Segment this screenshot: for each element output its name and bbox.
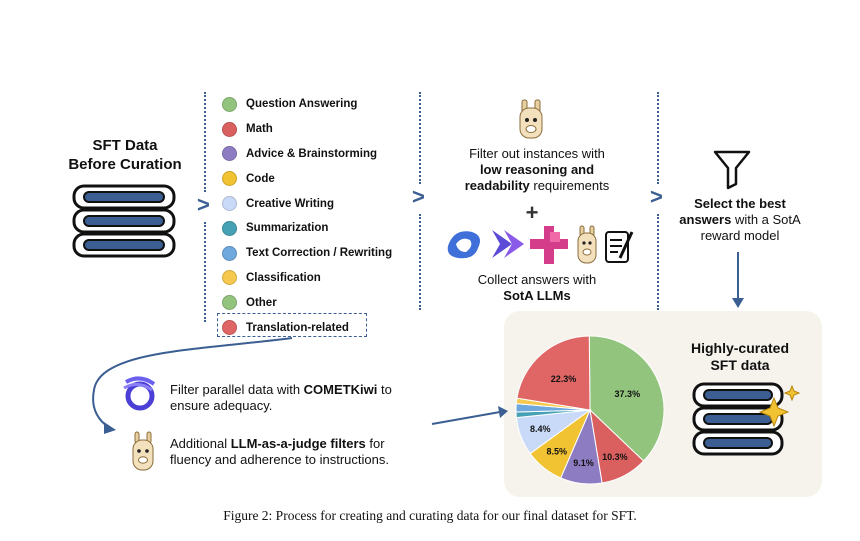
select-line3: reward model (700, 228, 780, 243)
category-label: Advice & Brainstorming (246, 147, 377, 160)
sparkle-icon (758, 384, 801, 428)
pie-slice (516, 335, 591, 411)
category-item: Question Answering (222, 92, 422, 117)
llama-icon (577, 225, 597, 264)
result-title-line2: SFT data (710, 357, 770, 373)
category-label: Translation-related (246, 321, 349, 334)
separator-line (657, 92, 659, 184)
category-label: Text Correction / Rewriting (246, 247, 393, 260)
chevron-right-icon: > (650, 184, 663, 209)
figure-caption: Figure 2: Process for creating and curat… (223, 508, 637, 523)
category-label: Summarization (246, 222, 329, 235)
filter-description: Filter out instances with low reasoning … (432, 146, 642, 194)
judge-bold: LLM-as-a-judge filters (230, 436, 366, 451)
category-color-dot (222, 245, 237, 261)
separator-line (419, 92, 421, 184)
flow-arrows (92, 337, 508, 434)
category-label: Code (246, 172, 275, 185)
chevron-right-icon: > (197, 192, 210, 217)
select-bold1: Select the best (694, 196, 786, 211)
cometkiwi-icon (123, 376, 156, 411)
category-color-dot (222, 121, 237, 137)
pie-slice (588, 335, 665, 462)
translation-highlight-box (217, 313, 367, 337)
before-curation-title-line1: SFT Data (92, 137, 158, 154)
pie-slice-label: 8.5% (546, 447, 567, 457)
judge-post: for (365, 436, 385, 451)
pie-slice-label: 37.3% (615, 389, 641, 399)
category-item: Text Correction / Rewriting (222, 241, 422, 266)
filter-line1: Filter out instances with (469, 146, 605, 161)
curated-database-icon (692, 382, 801, 456)
category-color-dot (222, 220, 237, 236)
pie-slice-label: 9.1% (573, 458, 594, 468)
chevron-right-icon: > (412, 184, 425, 209)
separator-line (419, 214, 421, 310)
pie-slice-label: 22.3% (551, 374, 577, 384)
category-item: Math (222, 117, 422, 142)
pie-slice-label: 10.3% (602, 452, 628, 462)
funnel-icon (713, 150, 751, 190)
category-color-dot (222, 320, 237, 336)
llm-logo-icon (447, 231, 480, 259)
pie-slice-label: 8.4% (530, 424, 551, 434)
collect-line1: Collect answers with (477, 272, 597, 287)
category-item: Translation-related (222, 315, 422, 340)
category-color-dot (222, 270, 237, 286)
collect-description: Collect answers with SotA LLMs (432, 272, 642, 304)
collect-bold: SotA LLMs (503, 288, 571, 303)
filter-bold: low reasoning and (479, 162, 595, 177)
separator-line (657, 214, 659, 310)
judge-description: Additional LLM-as-a-judge filters for fl… (170, 436, 389, 468)
category-label: Creative Writing (246, 197, 334, 210)
category-color-dot (222, 171, 237, 187)
comet-line2: ensure adequacy. (170, 398, 273, 413)
category-color-dot (222, 196, 237, 212)
category-item: Summarization (222, 216, 422, 241)
select-tail: with a SotA (731, 212, 801, 227)
category-label: Math (246, 123, 273, 136)
category-pie-chart: 37.3% 10.3% 9.1% 8.5% 8.4% 22.3% (515, 335, 665, 485)
plus-sign: + (525, 200, 539, 225)
select-bold2: answers (679, 212, 732, 227)
down-arrow-icon (732, 252, 744, 308)
category-item: Classification (222, 266, 422, 291)
result-title-line1: Highly-curated (690, 340, 789, 356)
separator-line (204, 92, 206, 192)
llama-icon (132, 431, 154, 471)
category-item: Other (222, 290, 422, 315)
category-color-dot (222, 96, 237, 112)
category-item: Code (222, 166, 422, 191)
category-color-dot (222, 146, 237, 162)
llm-logos (447, 225, 634, 264)
judge-pre: Additional (170, 436, 231, 451)
category-item: Advice & Brainstorming (222, 142, 422, 167)
writing-icon (605, 231, 634, 263)
category-label: Classification (246, 271, 321, 284)
filter-tail: requirements (529, 178, 610, 193)
llm-logo-icon (530, 226, 568, 264)
comet-pre: Filter parallel data with (170, 382, 304, 397)
comet-bold: COMETKiwi (303, 382, 378, 397)
category-color-dot (222, 295, 237, 311)
category-label: Question Answering (246, 98, 358, 111)
separator-line (204, 222, 206, 322)
llm-logo-icon (492, 230, 524, 258)
filter-bold2: readability (464, 178, 530, 193)
before-curation-title-line2: Before Curation (68, 156, 182, 173)
before-curation-title: SFT Data Before Curation (60, 136, 190, 174)
judge-line2: fluency and adherence to instructions. (170, 452, 389, 467)
llama-icon (519, 99, 543, 139)
category-item: Creative Writing (222, 191, 422, 216)
category-label: Other (246, 296, 277, 309)
select-description: Select the best answers with a SotA rewa… (665, 196, 815, 244)
comet-post: to (377, 382, 392, 397)
database-icon (72, 184, 176, 258)
result-title: Highly-curated SFT data (680, 340, 800, 374)
comet-description: Filter parallel data with COMETKiwi to e… (170, 382, 392, 414)
